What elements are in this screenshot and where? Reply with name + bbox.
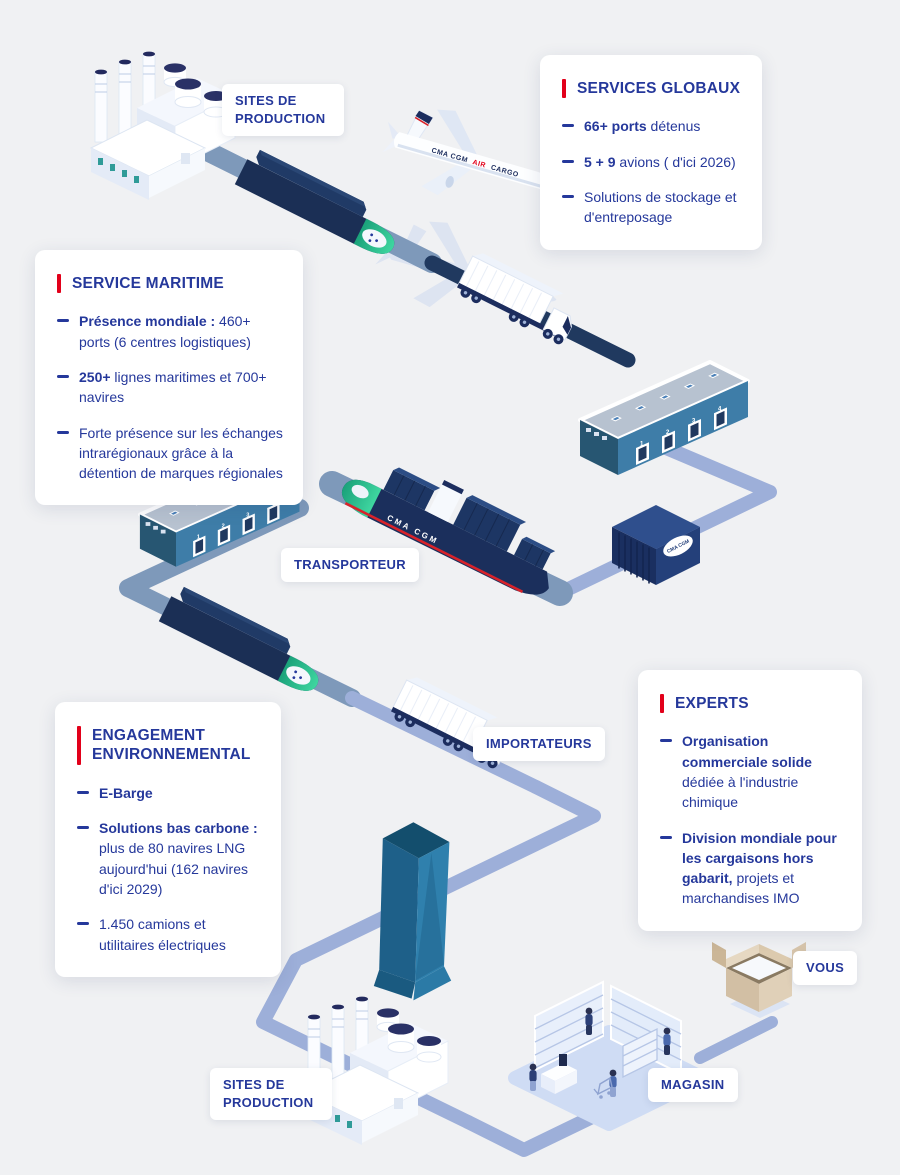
bullet-item: 66+ ports détenus: [562, 116, 742, 136]
dash-bullet-icon: [57, 430, 69, 434]
dash-bullet-icon: [57, 319, 69, 323]
dash-bullet-icon: [77, 922, 89, 926]
red-accent-bar: [77, 726, 81, 765]
tower-icon: [373, 822, 452, 1001]
dash-bullet-icon: [77, 790, 89, 794]
bullet-item: 1.450 camions et utilitaires électriques: [77, 914, 261, 955]
shopper-figure: [529, 1007, 671, 1097]
label-sites-de-production-top: SITES DE PRODUCTION: [222, 84, 344, 137]
cargo-airplane-icon: CMA CGM AIR CARGO: [382, 109, 565, 196]
red-accent-bar: [562, 79, 566, 99]
dash-bullet-icon: [77, 826, 89, 830]
bullet-item: Solutions bas carbone : plus de 80 navir…: [77, 818, 261, 899]
label-transporteur: TRANSPORTEUR: [281, 548, 419, 583]
label-importateurs: IMPORTATEURS: [473, 727, 605, 762]
bullet-item: E-Barge: [77, 783, 261, 803]
card-experts: EXPERTS Organisation commerciale solide …: [638, 670, 862, 931]
label-magasin: MAGASIN: [648, 1068, 738, 1103]
card-services-globaux: SERVICES GLOBAUX 66+ ports détenus 5 + 9…: [540, 55, 762, 250]
dash-bullet-icon: [57, 374, 69, 378]
bullet-item: Forte présence sur les échanges intrarég…: [57, 423, 283, 484]
bullet-item: Organisation commerciale solide dédiée à…: [660, 731, 842, 812]
card-title: SERVICE MARITIME: [57, 274, 283, 294]
bullet-item: Division mondiale pour les cargaisons ho…: [660, 828, 842, 909]
shipping-container-icon: CMA CGM: [612, 505, 700, 585]
package-box-icon: [712, 942, 806, 1018]
bullet-item: 250+ lignes maritimes et 700+ navires: [57, 367, 283, 408]
red-accent-bar: [57, 274, 61, 294]
card-title: ENGAGEMENT ENVIRONNEMENTAL: [77, 726, 261, 765]
red-accent-bar: [660, 694, 664, 714]
card-engagement-environnemental: ENGAGEMENT ENVIRONNEMENTAL E-Barge Solut…: [55, 702, 281, 977]
card-service-maritime: SERVICE MARITIME Présence mondiale : 460…: [35, 250, 303, 506]
shopping-cart-icon: [593, 1076, 613, 1099]
container-ship-icon: CMA CGM: [342, 467, 556, 595]
dash-bullet-icon: [660, 835, 672, 839]
bullet-item: 5 + 9 avions ( d'ici 2026): [562, 152, 742, 172]
bullet-item: Solutions de stockage et d'entreposage: [562, 187, 742, 228]
card-title: EXPERTS: [660, 694, 842, 714]
store-icon: [508, 980, 710, 1131]
bullet-item: Présence mondiale : 460+ ports (6 centre…: [57, 311, 283, 352]
label-vous: VOUS: [793, 951, 858, 986]
dash-bullet-icon: [562, 159, 574, 163]
dash-bullet-icon: [660, 739, 672, 743]
label-sites-de-production-bottom: SITES DE PRODUCTION: [210, 1068, 332, 1121]
dash-bullet-icon: [562, 194, 574, 198]
dash-bullet-icon: [562, 124, 574, 128]
card-title: SERVICES GLOBAUX: [562, 79, 742, 99]
